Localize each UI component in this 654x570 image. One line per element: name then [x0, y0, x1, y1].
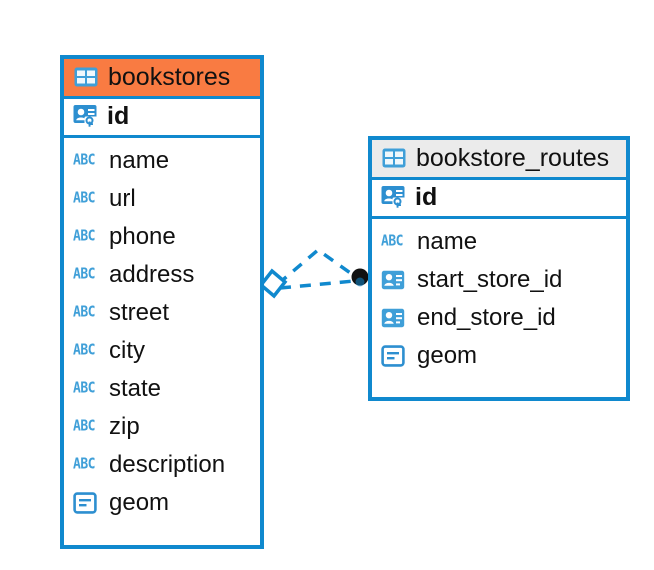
abc-icon: ABC: [73, 265, 95, 284]
field-row-city[interactable]: ABC city: [64, 332, 260, 370]
field-row-end-store-id[interactable]: end_store_id: [372, 299, 626, 337]
field-label-city: city: [109, 336, 145, 364]
primary-key-icon: [381, 185, 407, 209]
dot-marker[interactable]: [351, 268, 369, 287]
field-label-state: state: [109, 374, 162, 402]
field-label-name: name: [109, 146, 170, 174]
abc-icon: ABC: [73, 189, 95, 208]
primary-key-label-bookstore-routes: id: [415, 183, 438, 212]
abc-icon: ABC: [73, 455, 95, 474]
abc-icon: ABC: [73, 303, 95, 322]
field-label-geom: geom: [109, 488, 170, 516]
field-label-start-store-id: start_store_id: [417, 265, 563, 293]
entity-table-bookstores[interactable]: bookstores id ABC: [60, 55, 264, 549]
field-label-phone: phone: [109, 222, 176, 250]
abc-icon: ABC: [73, 227, 95, 246]
relationship-line-lower[interactable]: [279, 279, 355, 290]
field-label-name: name: [417, 227, 478, 255]
field-label-geom: geom: [417, 341, 478, 369]
relationship-line-upper[interactable]: [276, 247, 358, 286]
foreign-key-icon: [381, 270, 409, 290]
abc-icon: ABC: [73, 341, 95, 360]
diamond-marker[interactable]: [258, 268, 288, 299]
field-row-geom[interactable]: geom: [64, 484, 260, 522]
table-icon: [73, 66, 99, 88]
field-row-zip[interactable]: ABC zip: [64, 408, 260, 446]
table-icon: [381, 147, 407, 169]
field-row-phone[interactable]: ABC phone: [64, 218, 260, 256]
geometry-icon: [381, 344, 409, 367]
field-label-zip: zip: [109, 412, 140, 440]
primary-key-row-bookstore-routes[interactable]: id: [372, 177, 626, 219]
geometry-icon: [73, 491, 101, 514]
entity-title-bookstores: bookstores: [108, 63, 231, 91]
field-row-state[interactable]: ABC state: [64, 370, 260, 408]
field-row-address[interactable]: ABC address: [64, 256, 260, 294]
primary-key-icon: [73, 104, 99, 128]
entity-table-bookstore-routes[interactable]: bookstore_routes id ABC: [368, 136, 630, 401]
abc-icon: ABC: [381, 232, 403, 251]
abc-icon: ABC: [73, 417, 95, 436]
primary-key-label-bookstores: id: [107, 102, 130, 131]
abc-icon: ABC: [73, 151, 95, 170]
field-row-geom[interactable]: geom: [372, 337, 626, 375]
entity-header-bookstores[interactable]: bookstores: [64, 59, 260, 97]
primary-key-row-bookstores[interactable]: id: [64, 96, 260, 138]
field-list-bookstore-routes: ABC name start_store_id: [372, 219, 626, 380]
abc-icon: ABC: [73, 379, 95, 398]
field-label-address: address: [109, 260, 195, 288]
field-row-name[interactable]: ABC name: [64, 142, 260, 180]
foreign-key-icon: [381, 308, 409, 328]
field-row-start-store-id[interactable]: start_store_id: [372, 261, 626, 299]
field-row-url[interactable]: ABC url: [64, 180, 260, 218]
field-label-end-store-id: end_store_id: [417, 303, 556, 331]
field-row-description[interactable]: ABC description: [64, 446, 260, 484]
entity-header-bookstore-routes[interactable]: bookstore_routes: [372, 140, 626, 178]
field-label-street: street: [109, 298, 170, 326]
field-row-name[interactable]: ABC name: [372, 223, 626, 261]
field-list-bookstores: ABC name ABC url ABC phone ABC address A…: [64, 138, 260, 527]
entity-title-bookstore-routes: bookstore_routes: [416, 144, 610, 172]
field-row-street[interactable]: ABC street: [64, 294, 260, 332]
field-label-url: url: [109, 184, 136, 212]
field-label-description: description: [109, 450, 226, 478]
